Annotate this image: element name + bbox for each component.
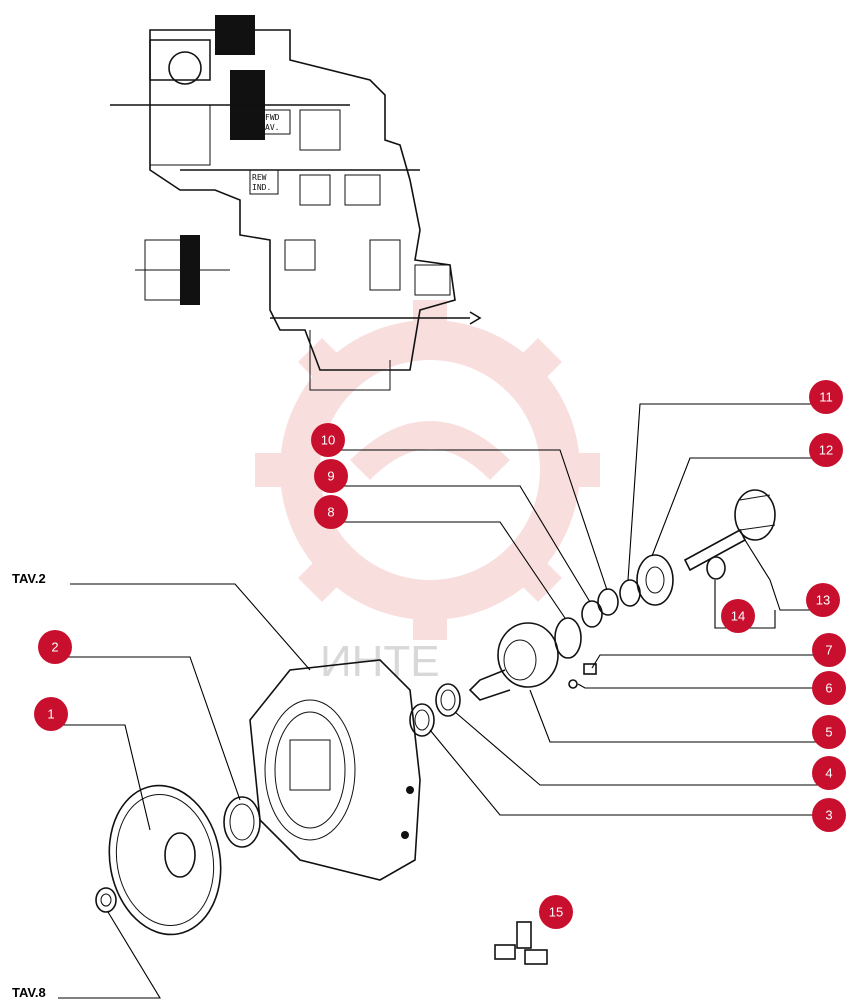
svg-text:9: 9 xyxy=(327,469,334,484)
callout-4: 4 xyxy=(812,756,846,790)
part-ring-4 xyxy=(435,683,461,717)
svg-text:6: 6 xyxy=(825,681,832,696)
part-small-bolt xyxy=(583,663,597,675)
part-gear-shaft xyxy=(683,489,776,572)
svg-text:14: 14 xyxy=(731,609,745,624)
callout-13: 13 xyxy=(806,583,840,617)
part-ring-10 xyxy=(597,588,619,616)
leader-lines xyxy=(55,403,830,999)
watermark-text: ИНТЕ xyxy=(320,637,440,686)
callout-10: 10 xyxy=(311,423,345,457)
part-washer xyxy=(706,556,726,580)
callout-8: 8 xyxy=(314,495,348,529)
part-small-washer xyxy=(568,679,578,689)
svg-text:11: 11 xyxy=(819,390,833,405)
part-snap-ring xyxy=(554,617,582,659)
svg-text:13: 13 xyxy=(816,593,830,608)
part-housing xyxy=(249,659,421,881)
part-bearing xyxy=(636,554,674,606)
part-ring-9 xyxy=(581,600,603,628)
callout-15: 15 xyxy=(539,895,573,929)
callout-7: 7 xyxy=(812,633,846,667)
callout-1: 1 xyxy=(34,697,68,731)
svg-text:2: 2 xyxy=(51,640,58,655)
callout-12: 12 xyxy=(809,433,843,467)
inset-label-ind: IND. xyxy=(252,183,271,192)
part-kit xyxy=(494,921,548,965)
callout-11: 11 xyxy=(809,380,843,414)
inset-label-fwd: FWD xyxy=(265,113,280,122)
callout-9: 9 xyxy=(314,459,348,493)
part-cover-plate xyxy=(108,784,222,936)
part-small-bearing xyxy=(95,887,117,913)
tav8-label: TAV.8 xyxy=(12,985,46,1000)
inset-label-av: AV. xyxy=(265,123,279,132)
svg-text:15: 15 xyxy=(549,905,563,920)
svg-text:1: 1 xyxy=(47,707,54,722)
svg-text:3: 3 xyxy=(825,808,832,823)
svg-text:5: 5 xyxy=(825,725,832,740)
inset-label-rew: REW xyxy=(252,173,267,182)
callout-5: 5 xyxy=(812,715,846,749)
part-seal-ring xyxy=(223,796,261,848)
callout-14: 14 xyxy=(721,599,755,633)
transmission-cutaway: FWD AV. REW IND. xyxy=(110,15,482,391)
svg-text:7: 7 xyxy=(825,643,832,658)
part-ring-3 xyxy=(409,703,435,737)
tav2-label: TAV.2 xyxy=(12,571,46,586)
watermark-gear-logo xyxy=(255,300,600,640)
callout-3: 3 xyxy=(812,798,846,832)
callout-2: 2 xyxy=(38,630,72,664)
part-flange-shaft xyxy=(468,622,559,701)
svg-text:4: 4 xyxy=(825,766,832,781)
svg-text:10: 10 xyxy=(321,433,335,448)
svg-text:8: 8 xyxy=(327,505,334,520)
callout-6: 6 xyxy=(812,671,846,705)
svg-text:12: 12 xyxy=(819,443,833,458)
